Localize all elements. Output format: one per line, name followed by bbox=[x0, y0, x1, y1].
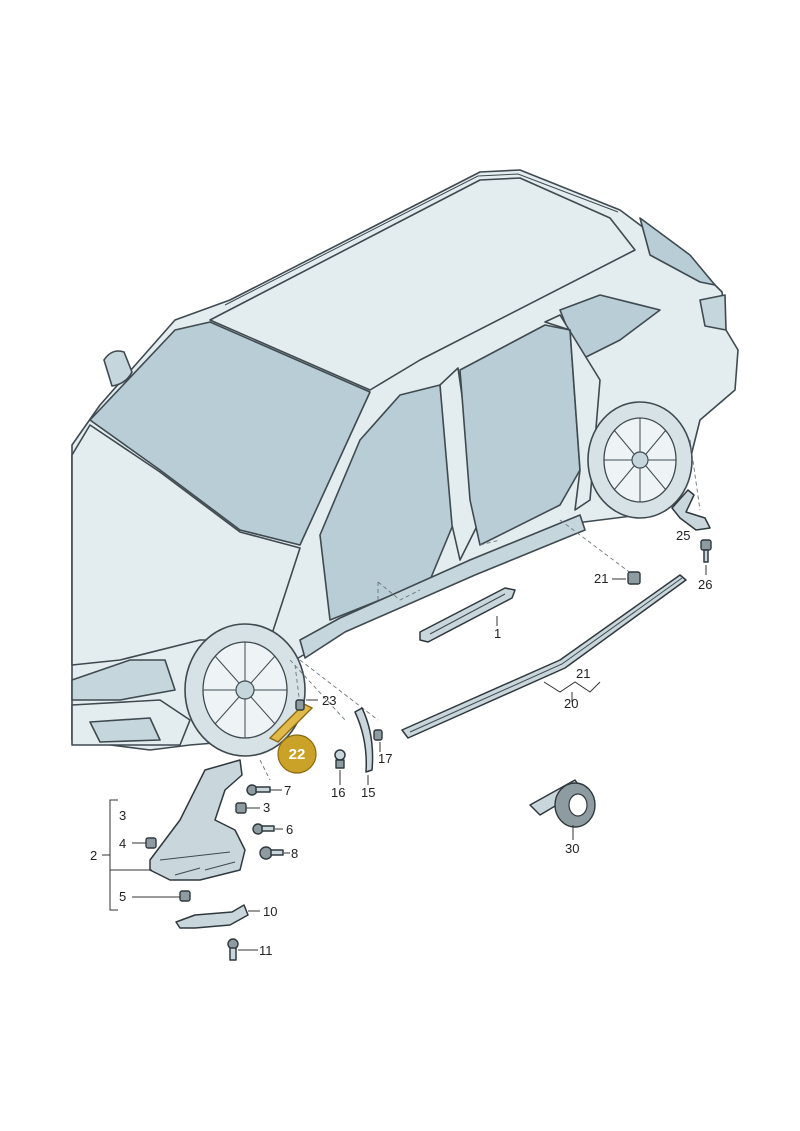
part-screw-26 bbox=[700, 539, 712, 563]
hood bbox=[71, 424, 301, 666]
front-wheel bbox=[184, 623, 306, 757]
part-lower-trim bbox=[175, 904, 249, 929]
part-screw-11 bbox=[227, 938, 239, 961]
label-part-5: 5 bbox=[119, 889, 126, 904]
part-clip-23 bbox=[295, 699, 305, 711]
part-tape-roll bbox=[529, 779, 596, 828]
label-part-7: 7 bbox=[284, 783, 291, 798]
fog-light bbox=[89, 717, 161, 743]
part-screw-7 bbox=[246, 784, 271, 796]
rear-door-opening bbox=[459, 324, 581, 546]
part-wheel-arch-trim bbox=[354, 707, 374, 773]
part-highlighted-strip bbox=[268, 703, 314, 743]
side-mirror bbox=[103, 350, 133, 387]
label-part-3-upper: 3 bbox=[119, 808, 126, 823]
label-part-16: 16 bbox=[331, 785, 345, 800]
callout-part-22[interactable]: 22 bbox=[277, 734, 317, 774]
label-part-30: 30 bbox=[565, 841, 579, 856]
label-part-6: 6 bbox=[286, 822, 293, 837]
label-part-11: 11 bbox=[259, 943, 273, 958]
b-pillar bbox=[439, 367, 481, 561]
label-part-21-clip: 21 bbox=[594, 571, 608, 586]
part-moulding-clip bbox=[627, 571, 641, 585]
label-part-17: 17 bbox=[378, 751, 392, 766]
door-sill bbox=[299, 514, 586, 659]
label-part-23: 23 bbox=[322, 693, 336, 708]
label-part-4: 4 bbox=[119, 836, 126, 851]
part-screw-6 bbox=[252, 823, 275, 835]
leader-lines bbox=[102, 565, 707, 951]
headlight bbox=[71, 659, 176, 701]
part-screw-5 bbox=[179, 890, 191, 902]
part-sill-trim bbox=[419, 587, 516, 643]
rear-window bbox=[639, 217, 716, 286]
part-clip-17 bbox=[373, 729, 383, 741]
car-roof bbox=[209, 177, 636, 391]
label-part-21-moulding: 21 bbox=[576, 666, 590, 681]
reference-lines bbox=[239, 439, 701, 781]
label-part-15: 15 bbox=[361, 785, 375, 800]
label-part-8: 8 bbox=[291, 846, 298, 861]
label-part-22: 22 bbox=[289, 746, 306, 763]
rear-wheel bbox=[587, 401, 693, 519]
part-nut-3 bbox=[235, 802, 247, 814]
label-part-10: 10 bbox=[263, 904, 277, 919]
label-part-26: 26 bbox=[698, 577, 712, 592]
roof-rail bbox=[224, 173, 619, 306]
label-part-1: 1 bbox=[494, 626, 501, 641]
part-clip-4 bbox=[145, 837, 157, 849]
part-side-moulding bbox=[401, 574, 687, 739]
car-body bbox=[71, 169, 739, 751]
part-pin-16 bbox=[334, 749, 346, 769]
label-part-20: 20 bbox=[564, 696, 578, 711]
part-rear-bracket bbox=[671, 489, 711, 531]
part-screw-8 bbox=[259, 846, 284, 860]
part-wheel-housing-liner bbox=[149, 759, 246, 881]
c-pillar bbox=[544, 314, 601, 511]
part-labels: 1 2 3 3 4 5 6 7 8 10 11 15 16 17 20 21 2… bbox=[90, 528, 712, 958]
label-part-3-lower: 3 bbox=[263, 800, 270, 815]
label-part-2: 2 bbox=[90, 848, 97, 863]
tail-light bbox=[699, 294, 727, 331]
label-part-25: 25 bbox=[676, 528, 690, 543]
windshield bbox=[89, 321, 371, 546]
